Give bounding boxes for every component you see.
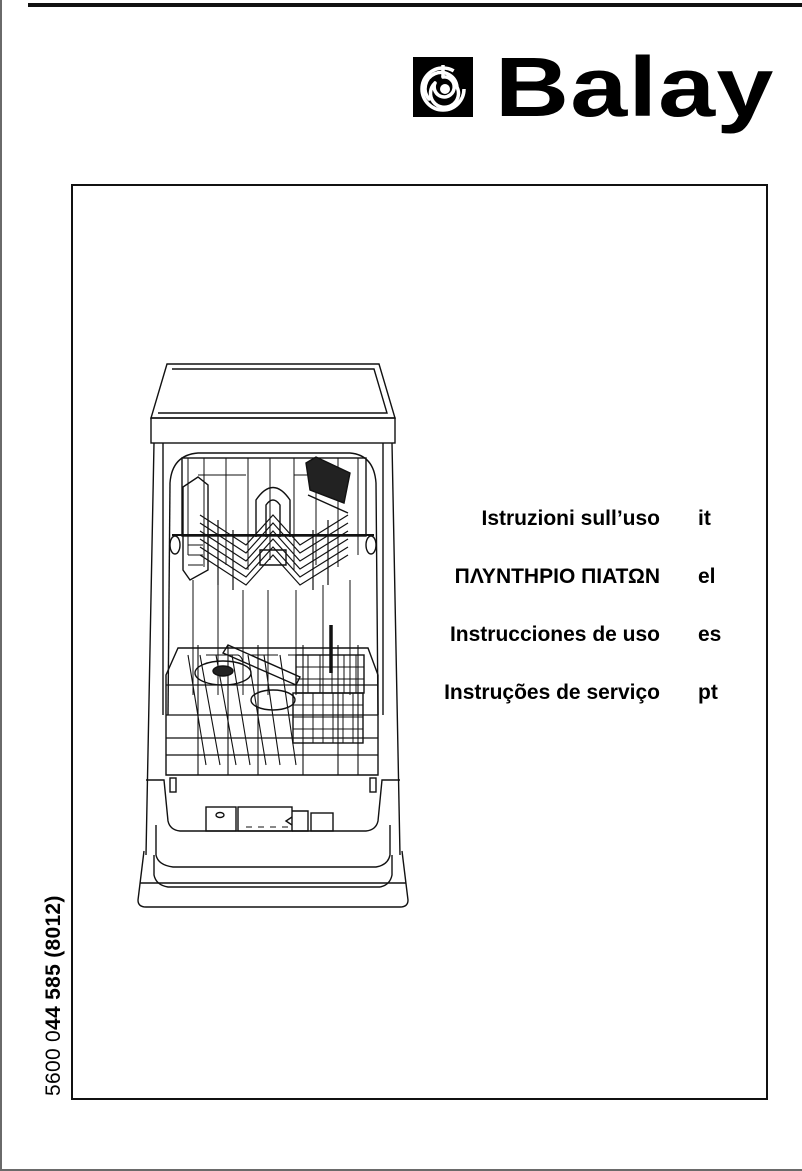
document-code-prefix: 5600 0 xyxy=(42,1029,65,1096)
spiral-hob-logo-icon xyxy=(413,57,473,117)
language-code: el xyxy=(698,565,716,588)
language-code: pt xyxy=(698,681,718,704)
dishwasher-illustration xyxy=(128,355,418,915)
brand-wordmark: Balay xyxy=(495,40,775,134)
language-code: it xyxy=(698,507,711,530)
document-code: 5600 044 585 (8012) xyxy=(42,895,66,1096)
document-code-number: 44 585 (8012) xyxy=(42,895,65,1030)
language-list: Istruzioni sull’uso it ΠΛΥΝΤΗΡΙΟ ΠΙΑΤΩΝ … xyxy=(400,507,745,739)
language-row-el: ΠΛΥΝΤΗΡΙΟ ΠΙΑΤΩΝ el xyxy=(400,565,745,623)
language-row-es: Instrucciones de uso es xyxy=(400,623,745,681)
language-title: Instrucciones de uso xyxy=(449,623,660,646)
language-title: Istruzioni sull’uso xyxy=(481,507,660,530)
language-code: es xyxy=(698,623,722,646)
language-row-it: Istruzioni sull’uso it xyxy=(400,507,745,565)
cover-content-box xyxy=(71,184,768,1100)
language-title: ΠΛΥΝΤΗΡΙΟ ΠΙΑΤΩΝ xyxy=(454,565,660,588)
language-row-pt: Instruções de serviço pt xyxy=(400,681,745,739)
top-rule xyxy=(28,3,802,7)
brand-logo: Balay xyxy=(413,45,773,132)
language-title: Instruções de serviço xyxy=(444,681,660,704)
